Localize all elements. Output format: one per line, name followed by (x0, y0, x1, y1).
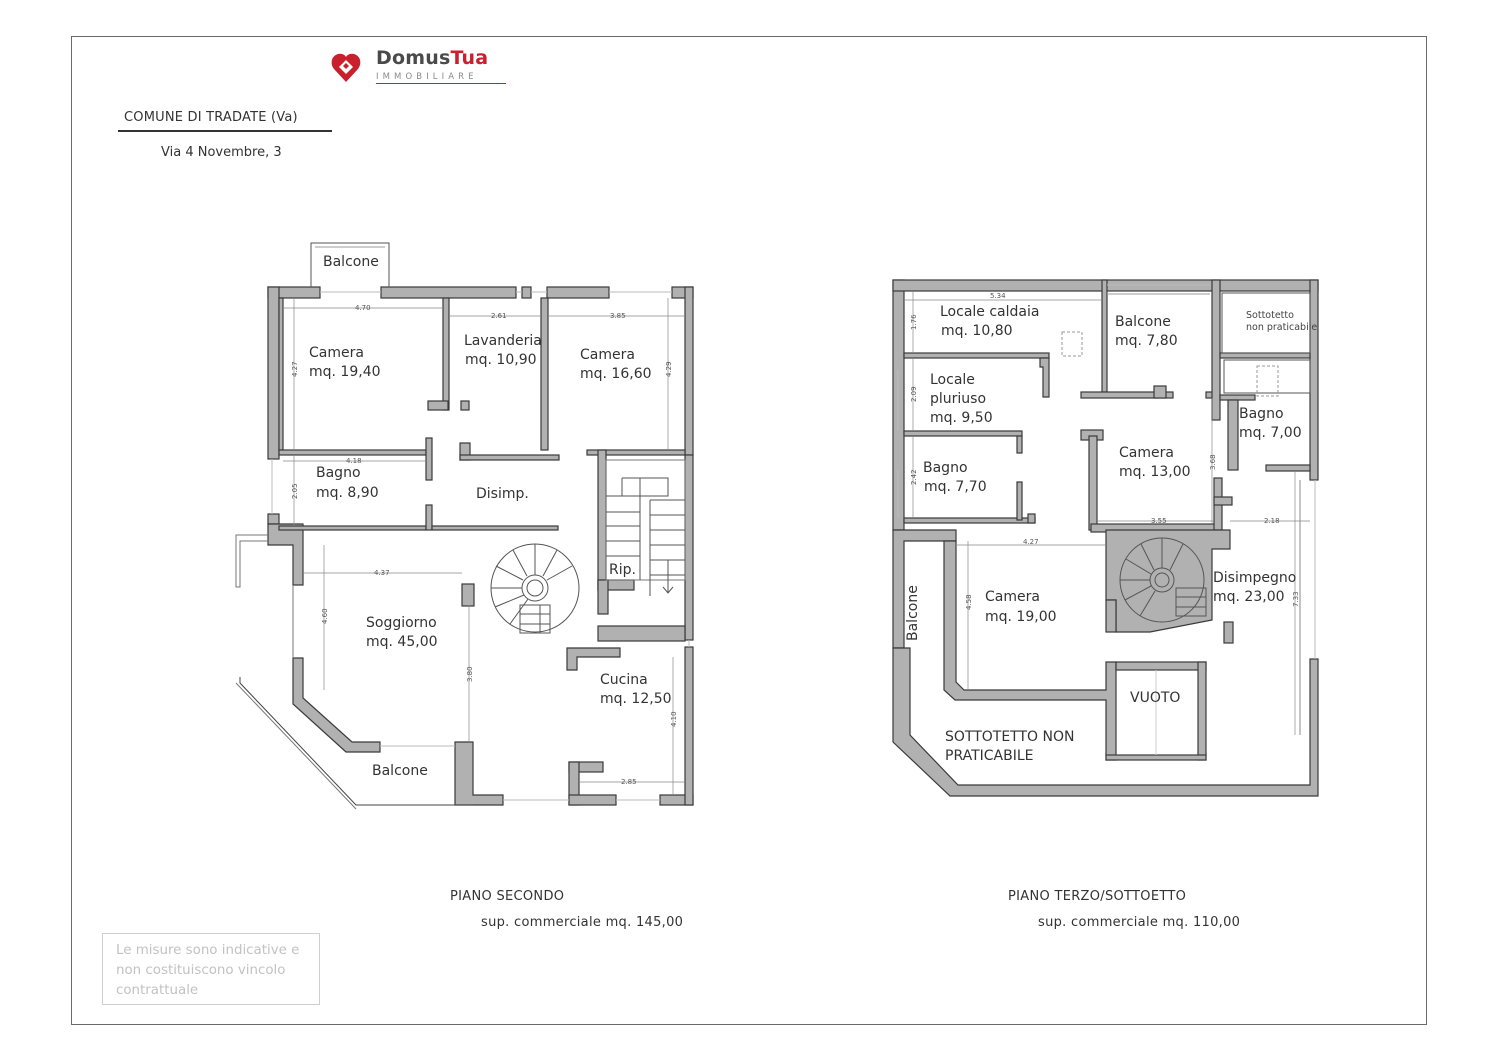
p3-vuoto-label: VUOTO (1130, 690, 1180, 706)
p3-camera1-name: Camera (1119, 445, 1174, 461)
p3-balcone-top-name: Balcone (1115, 314, 1171, 330)
p3-pluriuso-2: pluriuso (930, 391, 986, 407)
p2-bagno-area: mq. 8,90 (316, 485, 379, 501)
p3-caldaia-name: Locale caldaia (940, 304, 1039, 320)
p2-dim-9: 4.60 (321, 608, 329, 624)
p2-dim-3: 3.85 (610, 312, 626, 320)
p2-dim-10: 3.80 (466, 666, 474, 682)
p3-bagno2-area: mq. 7,00 (1239, 425, 1302, 441)
p3-camera2-area: mq. 19,00 (985, 609, 1057, 625)
p2-cucina-area: mq. 12,50 (600, 691, 672, 707)
p2-camera2-area: mq. 16,60 (580, 366, 652, 382)
p2-dim-2: 2.61 (491, 312, 507, 320)
p2-caption-title: PIANO SECONDO (450, 889, 565, 904)
p2-camera2-name: Camera (580, 347, 635, 363)
brand-underline (376, 83, 506, 84)
p3-camera2-name: Camera (985, 589, 1040, 605)
p3-camera1-area: mq. 13,00 (1119, 464, 1191, 480)
p2-caption-area: sup. commerciale mq. 145,00 (481, 915, 684, 930)
plan-second-walls (267, 286, 694, 806)
p2-dim-12: 2.85 (621, 778, 637, 786)
p3-dim-8: 4.27 (1023, 538, 1039, 546)
p2-dim-8: 4.37 (374, 569, 390, 577)
p2-dim-6: 4.18 (346, 457, 362, 465)
brand-part-1: Domus (376, 47, 451, 69)
p3-sottotetto-2: PRATICABILE (945, 748, 1034, 764)
p3-balcone-top-area: mq. 7,80 (1115, 333, 1178, 349)
p2-rip-label: Rip. (609, 562, 636, 578)
p3-dim-1: 5.34 (990, 292, 1006, 300)
p2-soggiorno-area: mq. 45,00 (366, 634, 438, 650)
p2-cucina-name: Cucina (600, 672, 648, 688)
p3-dim-5: 3.68 (1209, 454, 1217, 470)
p3-balcone-side-label: Balcone (905, 585, 921, 641)
p2-dim-1: 4.70 (355, 304, 371, 312)
plan-third-walls (892, 279, 1319, 797)
p3-dim-6: 3.55 (1151, 517, 1167, 525)
p3-sottotetto-small-2: non praticabile (1246, 322, 1317, 333)
drawing-frame (71, 36, 1427, 1025)
p2-dim-4: 4.27 (291, 361, 299, 377)
p2-bagno-name: Bagno (316, 465, 361, 481)
p3-caldaia-area: mq. 10,80 (941, 323, 1013, 339)
p3-dim-10: 7.33 (1292, 591, 1300, 607)
p2-soggiorno-name: Soggiorno (366, 615, 437, 631)
p3-disimpegno-name: Disimpegno (1213, 570, 1296, 586)
p3-pluriuso-area: mq. 9,50 (930, 410, 993, 426)
p3-caption-area: sup. commerciale mq. 110,00 (1038, 915, 1241, 930)
p3-dim-4: 2.42 (910, 469, 918, 485)
p3-dim-3: 2.09 (910, 386, 918, 402)
p3-caption-title: PIANO TERZO/SOTTOETTO (1008, 889, 1187, 904)
p3-dim-7: 2.18 (1264, 517, 1280, 525)
brand-part-2: Tua (450, 47, 489, 69)
p2-camera1-area: mq. 19,40 (309, 364, 381, 380)
disclaimer-box: Le misure sono indicative e non costitui… (102, 933, 320, 1005)
p2-disimp-label: Disimp. (476, 486, 529, 502)
comune-underline (118, 130, 332, 132)
address: Via 4 Novembre, 3 (161, 145, 282, 160)
p2-lavanderia-name: Lavanderia (464, 333, 542, 349)
p2-balcone-top-label: Balcone (323, 254, 379, 270)
p3-pluriuso-1: Locale (930, 372, 975, 388)
p3-dim-2: 1.76 (910, 314, 918, 330)
p2-dim-7: 2.05 (291, 483, 299, 499)
p3-bagno1-area: mq. 7,70 (924, 479, 987, 495)
p3-bagno1-name: Bagno (923, 460, 968, 476)
brand-name: DomusTua (376, 49, 488, 68)
p2-dim-11: 4.10 (670, 711, 678, 727)
comune-title: COMUNE DI TRADATE (Va) (124, 110, 298, 125)
p3-sottotetto-small-1: Sottotetto (1246, 310, 1294, 321)
p3-bagno2-name: Bagno (1239, 406, 1284, 422)
domustua-logo-icon (331, 53, 361, 82)
p2-lavanderia-area: mq. 10,90 (465, 352, 537, 368)
p2-dim-5: 4.29 (665, 361, 673, 377)
p2-camera1-name: Camera (309, 345, 364, 361)
p3-dim-9: 4.58 (965, 594, 973, 610)
p2-balcone-bottom-label: Balcone (372, 763, 428, 779)
p3-disimpegno-area: mq. 23,00 (1213, 589, 1285, 605)
p3-sottotetto-1: SOTTOTETTO NON (945, 729, 1074, 745)
brand-subtitle: IMMOBILIARE (376, 72, 478, 82)
